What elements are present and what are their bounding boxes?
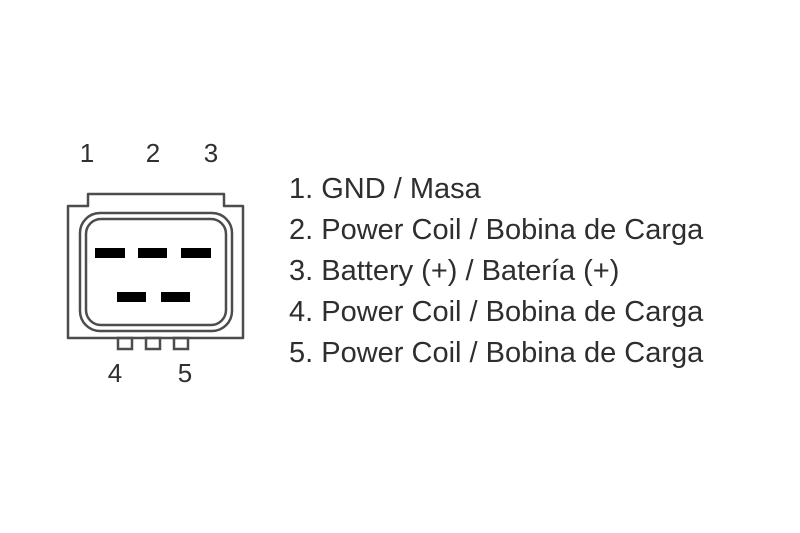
bottom-tab-right: [172, 336, 190, 351]
pin-number-5: 5: [177, 358, 193, 388]
pin-number-1: 1: [79, 138, 95, 168]
bottom-tab-left: [116, 336, 134, 351]
pin-slot-2: [138, 248, 167, 258]
bottom-tab-middle: [144, 336, 162, 351]
connector-housing-outline: [66, 192, 245, 340]
pin-slot-1: [95, 248, 125, 258]
legend-item-1: 1. GND / Masa: [289, 173, 481, 205]
pin-legend: 1. GND / Masa 2. Power Coil / Bobina de …: [289, 169, 703, 374]
legend-item-5: 5. Power Coil / Bobina de Carga: [289, 337, 704, 369]
pin-slot-5: [161, 292, 190, 302]
connector-illustration: [66, 192, 245, 351]
pin-number-2: 2: [145, 138, 161, 168]
legend-item-3: 3. Battery (+) / Batería (+): [289, 255, 620, 287]
connector-inner-rim-inner: [84, 217, 228, 327]
pin-slot-3: [181, 248, 211, 258]
legend-item-2: 2. Power Coil / Bobina de Carga: [289, 214, 704, 246]
connector-inner-rim-outer: [78, 211, 234, 333]
pin-number-4: 4: [107, 358, 123, 388]
pin-slot-4: [117, 292, 146, 302]
legend-item-4: 4. Power Coil / Bobina de Carga: [289, 296, 704, 328]
pin-number-3: 3: [203, 138, 219, 168]
